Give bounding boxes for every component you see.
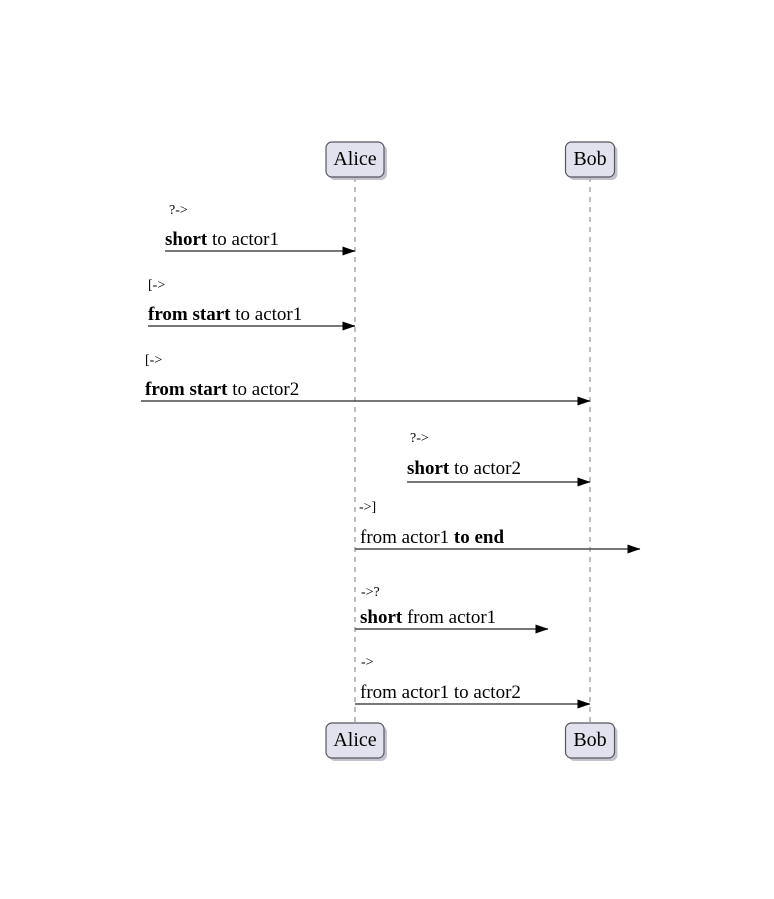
- message-5[interactable]: ->] from actor1 to end: [355, 500, 641, 554]
- message-text-plain: from actor1: [402, 607, 496, 628]
- lifelines-layer: [354, 177, 591, 723]
- actor-box-rect: [564, 141, 616, 178]
- message-arrow-type-label: [->: [145, 353, 162, 368]
- actor-label: Alice: [333, 148, 376, 170]
- message-arrow-type-label: ->: [361, 655, 374, 670]
- actor-box-rect: [325, 722, 385, 759]
- message-text: short to actor2: [407, 458, 521, 479]
- message-text-plain: to actor1: [207, 229, 279, 250]
- actor-box-rect: [325, 141, 385, 178]
- message-4[interactable]: ?-> short to actor2: [407, 431, 591, 487]
- message-text-bold: short: [407, 458, 450, 479]
- message-arrow-type-label: ->]: [359, 500, 376, 515]
- actor-box-actor2-header[interactable]: Bob: [564, 141, 618, 180]
- message-6[interactable]: ->? short from actor1: [355, 585, 549, 634]
- actor-label: Bob: [573, 729, 606, 751]
- messages-layer: ?-> short to actor1 [-> from start to actor…: [141, 203, 641, 709]
- message-text-bold: from start: [145, 379, 228, 400]
- message-text: short from actor1: [360, 607, 496, 628]
- message-arrow-type-label: ?->: [410, 431, 429, 446]
- actor-label: Alice: [333, 729, 376, 751]
- message-text-plain: from actor1: [360, 527, 454, 548]
- message-1[interactable]: ?-> short to actor1: [165, 203, 356, 256]
- message-arrow-type-label: [->: [148, 278, 165, 293]
- message-text: short to actor1: [165, 229, 279, 250]
- message-text-plain: to actor1: [230, 304, 302, 325]
- message-3[interactable]: [-> from start to actor2: [141, 353, 591, 406]
- actor-box-actor2-footer[interactable]: Bob: [564, 722, 618, 761]
- message-text: from start to actor1: [148, 304, 302, 325]
- message-arrow-type-label: ->?: [361, 585, 380, 600]
- message-text-plain: to actor2: [227, 379, 299, 400]
- actor-box-actor1-header[interactable]: Alice: [325, 141, 387, 180]
- message-text-bold: short: [165, 229, 208, 250]
- actor-box-actor1-footer[interactable]: Alice: [325, 722, 387, 761]
- message-text: from actor1 to actor2: [360, 682, 521, 703]
- message-arrow-type-label: ?->: [169, 203, 188, 218]
- message-7[interactable]: -> from actor1 to actor2: [355, 655, 591, 709]
- message-text-plain: from actor1 to actor2: [360, 682, 521, 703]
- actor-box-rect: [564, 722, 616, 759]
- message-text: from actor1 to end: [360, 527, 504, 548]
- message-text-plain: to actor2: [449, 458, 521, 479]
- message-text-bold: short: [360, 607, 403, 628]
- actor-label: Bob: [573, 148, 606, 170]
- message-text-bold: from start: [148, 304, 231, 325]
- message-text-bold: to end: [454, 527, 505, 548]
- message-text: from start to actor2: [145, 379, 299, 400]
- message-2[interactable]: [-> from start to actor1: [148, 278, 356, 331]
